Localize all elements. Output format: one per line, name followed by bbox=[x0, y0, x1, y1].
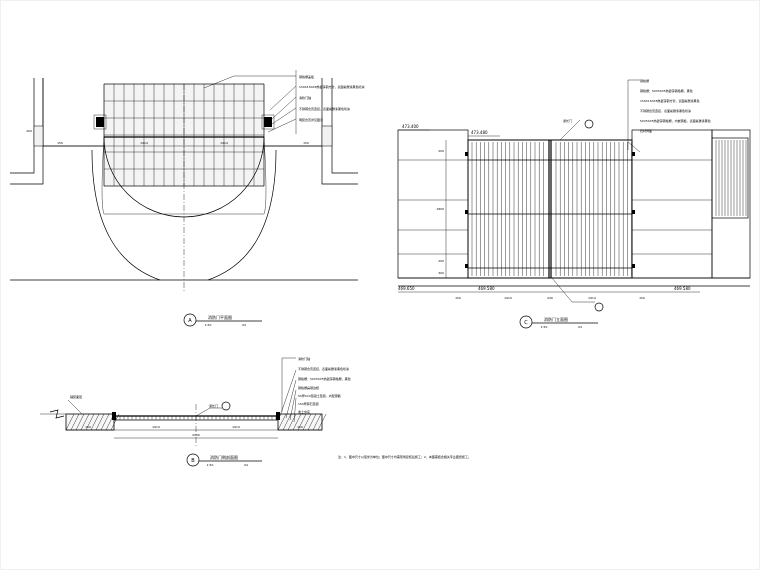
elev-level-4: 469.580 bbox=[478, 286, 495, 291]
elev-side-dim-4: 300 bbox=[438, 271, 444, 275]
slab-hatch-line bbox=[85, 413, 95, 431]
plan-callout-5: 明装合页详见图示 bbox=[299, 117, 323, 122]
section-callout-1: 消防门轴 bbox=[298, 356, 310, 361]
elev-callout-1: 钢格栅 bbox=[640, 78, 649, 83]
section-callout-4: 钢格栅扁钢边框 bbox=[298, 385, 319, 390]
hinge-marks bbox=[465, 152, 635, 268]
gate-bars bbox=[471, 142, 632, 276]
view-c-scale: 1:50 bbox=[541, 325, 548, 329]
plan-post-left bbox=[96, 117, 104, 127]
elev-level-2: 473.480 bbox=[471, 130, 488, 135]
view-b-marker: B bbox=[191, 458, 195, 464]
slab-hatch-line bbox=[292, 413, 302, 431]
view-c-marker: C bbox=[524, 320, 528, 326]
slab-hatch-line bbox=[312, 413, 322, 431]
slab-hatch-line bbox=[277, 413, 287, 431]
elev-callout-6: 石材饰面 bbox=[640, 128, 652, 133]
plan-dim-side: 200 bbox=[26, 129, 32, 133]
view-a-sheet: 04 bbox=[242, 323, 246, 327]
plan-callout-3: 消防门轴 bbox=[299, 95, 311, 100]
section-left-label: 铺装面层 bbox=[70, 394, 82, 399]
section-detail-label: 通长门 bbox=[209, 403, 218, 408]
view-b-title: 消防门侧剖面图 bbox=[210, 454, 238, 460]
slab-hatch-line bbox=[95, 413, 105, 431]
plan-callout-2: 150X150X8热镀锌钢方管，表面氟碳漆黑色喷涂 bbox=[299, 84, 364, 89]
plan-dim-4: 150 bbox=[303, 141, 309, 145]
elev-dim-2: 1914 bbox=[504, 296, 512, 300]
elev-side-dim-1: 200 bbox=[438, 149, 444, 153]
slab-hatch-line bbox=[70, 413, 80, 431]
plan-dim-1: 150 bbox=[57, 141, 63, 145]
elev-callout-4: 不锈钢合页连接，表面氟碳漆黑色喷涂 bbox=[640, 108, 691, 113]
section-dim-3: 1914 bbox=[232, 425, 240, 429]
section-dim-1: 150 bbox=[85, 425, 91, 429]
elev-level-3: 469.650 bbox=[398, 286, 415, 291]
slab-hatch-line bbox=[297, 413, 307, 431]
elev-detail-label: 通长门 bbox=[563, 118, 572, 123]
view-b-section: 铺装面层 通长门 150 1914 1914 150 4200 消防门轴 不锈钢… bbox=[40, 356, 351, 467]
slab-hatch-line bbox=[287, 413, 297, 431]
slab-hatch bbox=[65, 413, 327, 431]
gate-frame bbox=[467, 139, 633, 279]
slab-hatch-line bbox=[100, 413, 110, 431]
slab-hatch-line bbox=[110, 413, 120, 431]
slab-hatch-line bbox=[307, 413, 317, 431]
section-callout-5: 50厚C20混凝土垫层，内配钢筋 bbox=[298, 393, 341, 398]
section-dim-4: 150 bbox=[297, 425, 303, 429]
elev-callout-2: 钢格栅：50X50X5热镀锌钢格栅，黑色 bbox=[640, 88, 693, 93]
plan-dim-3: 1914 bbox=[220, 141, 228, 145]
plan-leaders bbox=[203, 70, 297, 134]
slab-hatch-line bbox=[317, 413, 327, 431]
elev-dim-5: 150 bbox=[639, 296, 645, 300]
section-dim-total: 4200 bbox=[192, 433, 200, 437]
elev-side-dim-2: 1800 bbox=[436, 207, 444, 211]
view-a-plan: 150 1914 1914 150 200 钢格栅盖板 150X150X8热镀锌… bbox=[10, 70, 364, 327]
plan-post-right bbox=[264, 117, 272, 127]
elev-leaders bbox=[559, 79, 641, 153]
elev-dim-4: 1914 bbox=[588, 296, 596, 300]
elev-dim-3: 240 bbox=[547, 296, 553, 300]
view-a-title: 消防门平面图 bbox=[208, 314, 232, 320]
section-callout-3: 钢格栅：50X50X5热镀锌钢格栅，黑色 bbox=[298, 376, 351, 381]
view-a-marker: A bbox=[188, 318, 192, 324]
elev-callout-3: 150X150X8热镀锌钢方管，表面氟碳漆黑色 bbox=[640, 98, 699, 103]
view-c-sheet: 04 bbox=[578, 325, 582, 329]
sheet-note: 注：1、图中尺寸以毫米为单位；图中尺寸均需现场复核后施工；2、本图需结合相关专业… bbox=[338, 454, 471, 459]
section-callout-6: 150厚碎石垫层 bbox=[298, 401, 319, 406]
wall-courses bbox=[398, 159, 712, 255]
elev-level-1: 473.400 bbox=[402, 124, 419, 129]
side-panel-bars bbox=[715, 140, 747, 216]
view-c-elevation: 473.400 473.480 钢格栅 钢格栅：50X50X5热镀锌钢格栅，黑色… bbox=[397, 78, 751, 329]
elev-level-5: 469.580 bbox=[674, 286, 691, 291]
section-leaders bbox=[279, 357, 297, 423]
plan-callout-4: 不锈钢合页连接，表面氟碳漆黑色喷涂 bbox=[299, 106, 350, 111]
section-dim-2: 1914 bbox=[152, 425, 160, 429]
plan-dim-2: 1914 bbox=[140, 141, 148, 145]
view-c-title: 消防门立面图 bbox=[544, 316, 568, 322]
plan-callout-1: 钢格栅盖板 bbox=[299, 74, 314, 79]
view-a-scale: 1:50 bbox=[205, 323, 212, 327]
section-callout-2: 不锈钢合页连接，表面氟碳漆黑色喷涂 bbox=[298, 366, 349, 371]
section-callout-7: 素土夯实 bbox=[298, 409, 310, 414]
slab-hatch-line bbox=[65, 413, 75, 431]
elev-callout-5: 50X50X5热镀锌钢格栅，内嵌钢板，表面氟碳漆黑色 bbox=[640, 118, 711, 123]
view-b-scale: 1:50 bbox=[207, 463, 214, 467]
elev-dim-1: 150 bbox=[455, 296, 461, 300]
slab-hatch-line bbox=[90, 413, 100, 431]
slab-hatch-line bbox=[302, 413, 312, 431]
grating-ticks bbox=[115, 416, 277, 420]
view-b-sheet: 04 bbox=[244, 463, 248, 467]
slab-hatch-line bbox=[80, 413, 90, 431]
slab-hatch-line bbox=[282, 413, 292, 431]
elev-side-dim-3: 200 bbox=[438, 259, 444, 263]
slab-hatch-line bbox=[75, 413, 85, 431]
